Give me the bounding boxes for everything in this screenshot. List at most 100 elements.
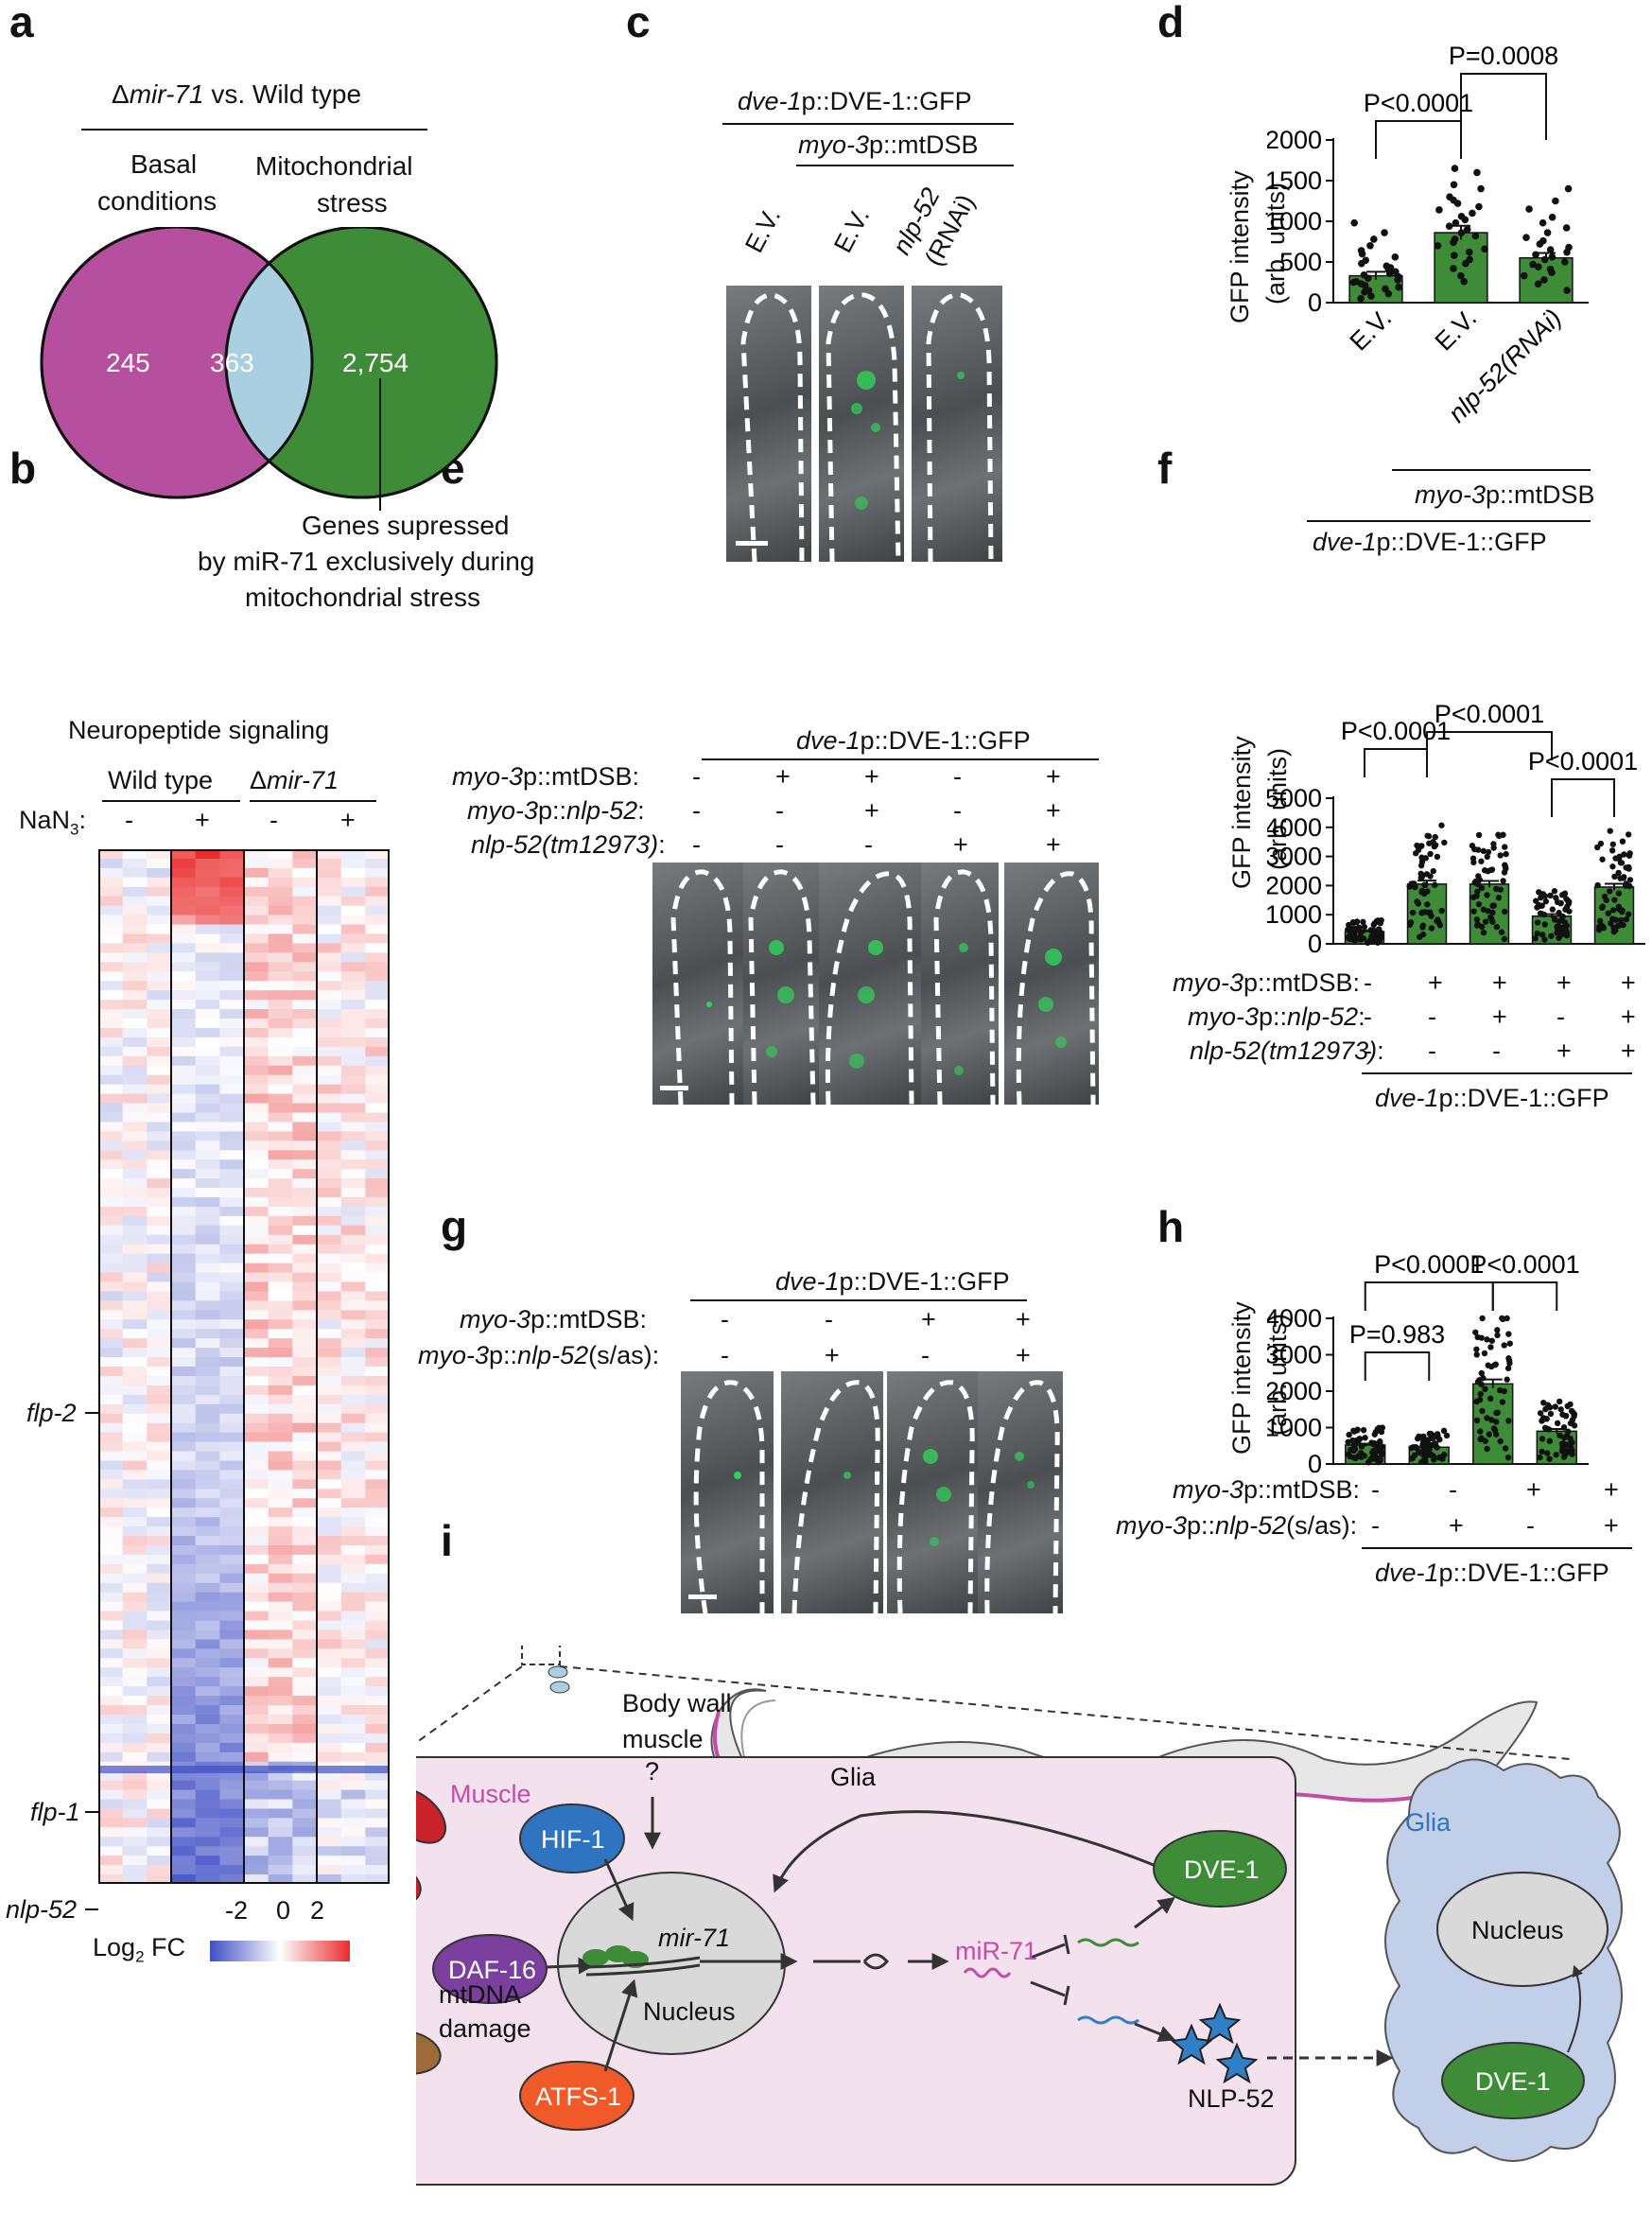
data-point xyxy=(1549,906,1556,913)
heatmap-cell xyxy=(340,1215,366,1227)
heatmap-cell xyxy=(244,1375,270,1386)
heatmap-cell xyxy=(292,1206,318,1217)
heatmap-cell xyxy=(244,1367,270,1377)
heatmap-cell xyxy=(195,1629,220,1640)
heatmap-cell xyxy=(292,1837,318,1847)
data-point xyxy=(1424,1452,1431,1458)
heatmap-cell xyxy=(147,1169,172,1179)
heatmap-cell xyxy=(171,1874,197,1884)
heatmap-cell xyxy=(147,1582,172,1594)
heatmap-cell xyxy=(147,1460,172,1471)
sign-cell: + xyxy=(1046,762,1061,791)
heatmap-cell xyxy=(244,1789,270,1800)
e-row-3-label: nlp-52(tm12973): xyxy=(471,830,666,859)
heatmap-cell xyxy=(147,1263,172,1274)
heatmap-cell xyxy=(171,1714,197,1725)
heatmap-cell xyxy=(171,1084,197,1095)
venn-right-label-2: stress xyxy=(317,188,388,218)
heatmap-cell xyxy=(317,1611,342,1622)
heatmap-cell xyxy=(171,1178,197,1189)
heatmap-cell xyxy=(268,1367,293,1377)
data-point xyxy=(1481,867,1488,874)
heatmap-cell xyxy=(340,1074,366,1086)
data-point xyxy=(1435,1455,1443,1461)
heatmap-cell xyxy=(122,1150,148,1160)
heatmap-cell xyxy=(219,1244,245,1255)
data-point xyxy=(1477,1428,1484,1435)
heatmap-cell xyxy=(171,1319,197,1330)
heatmap-cell xyxy=(98,924,124,935)
y-tick-label: 3000 xyxy=(1267,843,1322,871)
heatmap-cell xyxy=(98,1159,124,1170)
data-point xyxy=(1504,1365,1512,1371)
heatmap-cell xyxy=(365,1573,390,1584)
heatmap-cell xyxy=(147,1658,172,1668)
heatmap-cell xyxy=(98,1093,124,1105)
heatmap-cell xyxy=(292,962,318,972)
heatmap-cell xyxy=(98,1789,124,1800)
heatmap-cell xyxy=(147,1677,172,1687)
heatmap-cell xyxy=(268,1196,293,1208)
zoom-box xyxy=(521,1646,561,1665)
heatmap-cell xyxy=(195,1215,220,1227)
data-point xyxy=(1473,1346,1480,1352)
heatmap-cell xyxy=(244,1592,270,1603)
data-point xyxy=(1432,833,1438,841)
heatmap-cell xyxy=(122,1827,148,1838)
heatmap-cell xyxy=(340,1084,366,1095)
data-point xyxy=(1352,277,1361,286)
heatmap-cell xyxy=(122,1244,148,1255)
heatmap-cell xyxy=(365,1723,390,1734)
heatmap-cell xyxy=(98,1648,124,1659)
heatmap-cell xyxy=(365,1000,390,1010)
heatmap-cell xyxy=(244,1723,270,1734)
data-point xyxy=(1594,844,1601,851)
heatmap-cell xyxy=(122,915,148,926)
heatmap-cell xyxy=(122,1225,148,1236)
heatmap-cell xyxy=(244,981,270,991)
h-footer-rule xyxy=(1362,1547,1632,1549)
heatmap-cell xyxy=(268,1385,293,1396)
heatmap-cell xyxy=(317,962,342,972)
heatmap-cell xyxy=(244,1856,270,1866)
heatmap-cell xyxy=(195,1046,220,1057)
heatmap-cell xyxy=(292,1554,318,1565)
data-point xyxy=(1500,1316,1506,1323)
heatmap-cell xyxy=(122,1188,148,1198)
heatmap-cell xyxy=(268,1357,293,1368)
heatmap-cell xyxy=(195,1470,220,1480)
data-point xyxy=(1548,213,1556,221)
heatmap-cell xyxy=(171,1705,197,1716)
heatmap-cell xyxy=(268,1563,293,1575)
data-point xyxy=(1377,1455,1383,1461)
heatmap-cell xyxy=(365,1141,390,1151)
data-point xyxy=(1430,867,1436,875)
data-point xyxy=(1567,1436,1574,1442)
heatmap-cell xyxy=(365,1310,390,1320)
data-point xyxy=(1484,1336,1490,1343)
pre-mirna xyxy=(813,1953,889,1970)
heatmap-cell xyxy=(195,1667,220,1678)
heatmap-cell xyxy=(340,1188,366,1198)
heatmap-cell xyxy=(98,1084,124,1095)
heatmap-cell xyxy=(268,1055,293,1067)
sign-cell: - xyxy=(1428,1002,1436,1031)
heatmap-cell xyxy=(147,1517,172,1527)
heatmap-cell xyxy=(195,1055,220,1067)
heatmap-cell xyxy=(171,933,197,944)
heatmap-cell xyxy=(244,962,270,972)
data-point xyxy=(1553,1452,1559,1458)
heatmap-cell xyxy=(195,1799,220,1809)
data-point xyxy=(1539,236,1547,245)
heatmap-cell xyxy=(171,1281,197,1292)
heatmap-cell xyxy=(244,1751,270,1763)
data-point xyxy=(1498,929,1505,935)
gene-label-flp-1: flp-1 xyxy=(30,1798,80,1826)
data-point xyxy=(1472,1329,1479,1335)
heatmap-cell xyxy=(317,1639,342,1649)
heatmap-cell xyxy=(365,1639,390,1649)
heatmap-cell xyxy=(147,1536,172,1546)
heatmap-cell xyxy=(98,1479,124,1490)
heatmap-cell xyxy=(317,1874,342,1884)
sign-cell: - xyxy=(1371,1475,1380,1504)
